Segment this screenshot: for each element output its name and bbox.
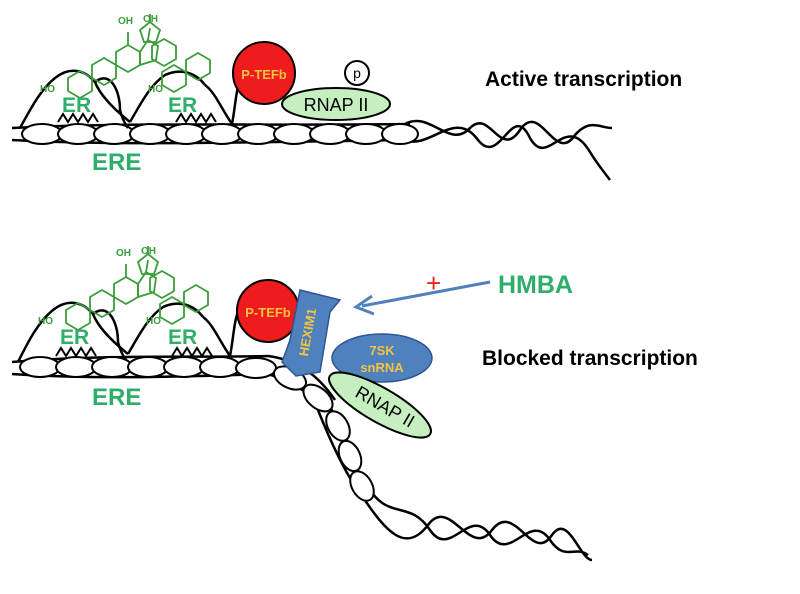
ptefb-label-top: P-TEFb: [241, 67, 287, 82]
induce-sign: +: [426, 268, 441, 298]
er-label-top-left: ER: [62, 94, 91, 117]
snrna-ellipse: [331, 333, 433, 383]
status-label-top: Active transcription: [485, 68, 682, 91]
status-label-bottom: Blocked transcription: [482, 347, 698, 370]
ere-zigzag-top: [57, 112, 217, 124]
oh-label-bottom-2: OH: [141, 246, 156, 257]
rnap-label-top: RNAP II: [304, 95, 369, 115]
snrna-label-line2: snRNA: [360, 360, 404, 375]
ho-label-top-1: HO: [40, 84, 55, 95]
ere-label-bottom: ERE: [92, 384, 141, 411]
er-label-bottom-right: ER: [168, 326, 197, 349]
hmba-label: HMBA: [498, 271, 573, 299]
ere-zigzag-bottom: [55, 346, 213, 358]
steroid-right-top: [138, 14, 211, 94]
ho-label-bottom-2: HO: [146, 316, 161, 327]
ptefb-circle-top: [232, 41, 296, 105]
nucleosome-chain-top: [21, 123, 419, 145]
hmba-arrow-head: [352, 294, 375, 316]
phospho-label: p: [353, 65, 361, 81]
ere-label-top: ERE: [92, 149, 141, 176]
ho-label-bottom-1: HO: [38, 316, 53, 327]
phospho-circle: [344, 60, 370, 86]
rnap-ellipse-bottom: [328, 371, 432, 439]
er-label-top-right: ER: [168, 94, 197, 117]
er-loops-bottom: [16, 301, 244, 363]
steroid-right-bottom: [136, 246, 209, 326]
snrna-label-line1: 7SK: [369, 343, 395, 358]
nucleosome-chain-bottom: [19, 356, 375, 502]
oh-label-top-1: OH: [118, 16, 133, 27]
hmba-arrow-line: [361, 280, 491, 308]
steroid-left-top: [67, 27, 159, 100]
er-loops-top: [18, 69, 246, 129]
steroid-left-bottom: [65, 259, 157, 332]
top-panel: OH OH HO HO ER ER ERE P-TEFb RNAP II p A…: [11, 14, 682, 181]
er-label-bottom-left: ER: [60, 326, 89, 349]
oh-label-bottom-1: OH: [116, 248, 131, 259]
hexim-shape: [281, 289, 342, 377]
ptefb-label-bottom: P-TEFb: [245, 305, 291, 320]
bottom-panel: OH OH HO HO ER ER ERE P-TEFb HEXIM1 7SK …: [11, 246, 698, 562]
oh-label-top-2: OH: [143, 14, 158, 25]
rnap-ellipse-top: [281, 87, 391, 121]
ho-label-top-2: HO: [148, 84, 163, 95]
